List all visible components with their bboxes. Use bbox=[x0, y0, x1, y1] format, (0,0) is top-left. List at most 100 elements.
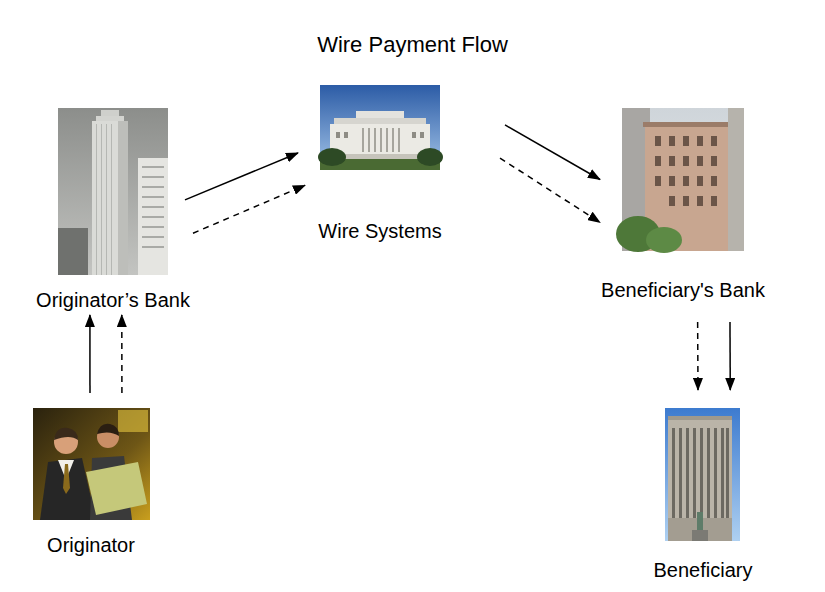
office-tower-photo bbox=[138, 158, 168, 275]
bank-building-photo bbox=[655, 156, 661, 166]
office-tower-photo bbox=[101, 124, 102, 275]
office-tower-photo bbox=[142, 246, 164, 248]
bank-building-photo bbox=[683, 196, 689, 206]
flow-arrow bbox=[697, 322, 699, 390]
office-tower-photo bbox=[142, 206, 164, 208]
federal-reserve-photo bbox=[420, 132, 424, 138]
node-label: Beneficiary's Bank bbox=[601, 279, 765, 302]
federal-reserve-photo bbox=[386, 128, 388, 152]
tall-building-photo bbox=[668, 420, 732, 541]
tall-building-photo bbox=[692, 530, 708, 541]
flow-arrow bbox=[500, 158, 600, 222]
federal-reserve-photo bbox=[330, 124, 430, 155]
tall-building-photo bbox=[721, 428, 724, 518]
federal-reserve-photo bbox=[334, 118, 426, 125]
tall-building-photo bbox=[726, 428, 729, 518]
office-tower-photo bbox=[142, 236, 164, 238]
bank-building-photo bbox=[683, 176, 689, 186]
bank-building-photo bbox=[669, 196, 675, 206]
business-people-photo bbox=[118, 410, 148, 432]
flow-arrow bbox=[185, 153, 298, 200]
federal-reserve-photo bbox=[417, 148, 443, 166]
bank-building-photo bbox=[655, 136, 661, 146]
bank-building-photo bbox=[711, 156, 717, 166]
federal-reserve-photo bbox=[374, 128, 376, 152]
bank-building-photo bbox=[697, 196, 703, 206]
federal-reserve-photo bbox=[368, 128, 370, 152]
bank-building-photo bbox=[697, 136, 703, 146]
tall-building-photo bbox=[714, 428, 717, 518]
business-people-photo bbox=[33, 408, 150, 520]
bank-node: Originator’s Bank bbox=[58, 108, 168, 275]
office-tower-photo bbox=[142, 186, 164, 188]
bank-building-photo bbox=[711, 136, 717, 146]
bank-building-photo bbox=[697, 156, 703, 166]
business-people-photo bbox=[33, 408, 150, 520]
federal-reserve-photo bbox=[362, 128, 364, 152]
bank-node: Beneficiary's Bank bbox=[622, 108, 744, 251]
federal-reserve-photo bbox=[318, 148, 346, 166]
office-tower-photo bbox=[142, 196, 164, 198]
office-tower-photo bbox=[142, 216, 164, 218]
office-tower-photo bbox=[118, 121, 128, 275]
office-tower-photo bbox=[58, 228, 88, 275]
federal-reserve-photo bbox=[336, 132, 340, 138]
tall-building-photo bbox=[693, 428, 696, 518]
flow-arrow bbox=[729, 322, 731, 390]
bank-building-photo bbox=[646, 227, 682, 253]
bank-building-photo bbox=[683, 136, 689, 146]
party-node: Originator bbox=[33, 408, 150, 520]
node-label: Beneficiary bbox=[654, 559, 753, 582]
federal-reserve-photo bbox=[398, 128, 400, 152]
business-people-photo bbox=[86, 462, 147, 515]
bank-building-photo bbox=[655, 176, 661, 186]
diagram-title: Wire Payment Flow bbox=[0, 32, 825, 58]
tall-building-photo bbox=[668, 416, 732, 420]
flow-arrow bbox=[121, 315, 123, 393]
office-tower-photo bbox=[58, 108, 168, 275]
tall-building-photo bbox=[672, 428, 675, 518]
node-label: Originator’s Bank bbox=[36, 289, 190, 312]
bank-building-photo bbox=[683, 156, 689, 166]
bank-building-photo bbox=[669, 156, 675, 166]
bank-building-photo bbox=[669, 136, 675, 146]
business-people-photo bbox=[63, 464, 70, 494]
office-tower-photo bbox=[96, 124, 97, 275]
bank-building-photo bbox=[616, 108, 744, 253]
node-label: Originator bbox=[47, 534, 135, 557]
office-tower-photo bbox=[106, 124, 107, 275]
business-people-photo bbox=[40, 458, 96, 520]
tall-building-photo bbox=[665, 408, 740, 541]
party-node: Beneficiary bbox=[665, 408, 740, 541]
flow-arrow bbox=[193, 185, 305, 233]
bank-building-photo bbox=[697, 176, 703, 186]
office-tower-photo bbox=[58, 108, 168, 275]
business-people-photo bbox=[54, 428, 78, 440]
tall-building-photo bbox=[700, 428, 703, 518]
federal-reserve-photo bbox=[412, 132, 416, 138]
node-label: Wire Systems bbox=[318, 220, 441, 243]
office-tower-photo bbox=[92, 121, 128, 275]
flow-arrow bbox=[89, 315, 91, 393]
tall-building-photo bbox=[665, 408, 740, 541]
tall-building-photo bbox=[707, 428, 710, 518]
federal-reserve-photo bbox=[344, 132, 348, 138]
wire-system-node: Wire Systems bbox=[320, 85, 440, 170]
office-tower-photo bbox=[142, 166, 164, 168]
tall-building-photo bbox=[686, 428, 689, 518]
federal-reserve-photo bbox=[392, 128, 394, 152]
bank-building-photo bbox=[728, 108, 744, 251]
federal-reserve-photo bbox=[380, 128, 382, 152]
federal-reserve-photo bbox=[318, 85, 443, 170]
office-tower-photo bbox=[142, 176, 164, 178]
bank-building-photo bbox=[669, 176, 675, 186]
bank-building-photo bbox=[711, 196, 717, 206]
office-tower-photo bbox=[142, 226, 164, 228]
tall-building-photo bbox=[679, 428, 682, 518]
tall-building-photo bbox=[697, 512, 703, 532]
office-tower-photo bbox=[101, 110, 119, 117]
business-people-photo bbox=[97, 424, 119, 436]
bank-building-photo bbox=[711, 176, 717, 186]
office-tower-photo bbox=[111, 124, 112, 275]
